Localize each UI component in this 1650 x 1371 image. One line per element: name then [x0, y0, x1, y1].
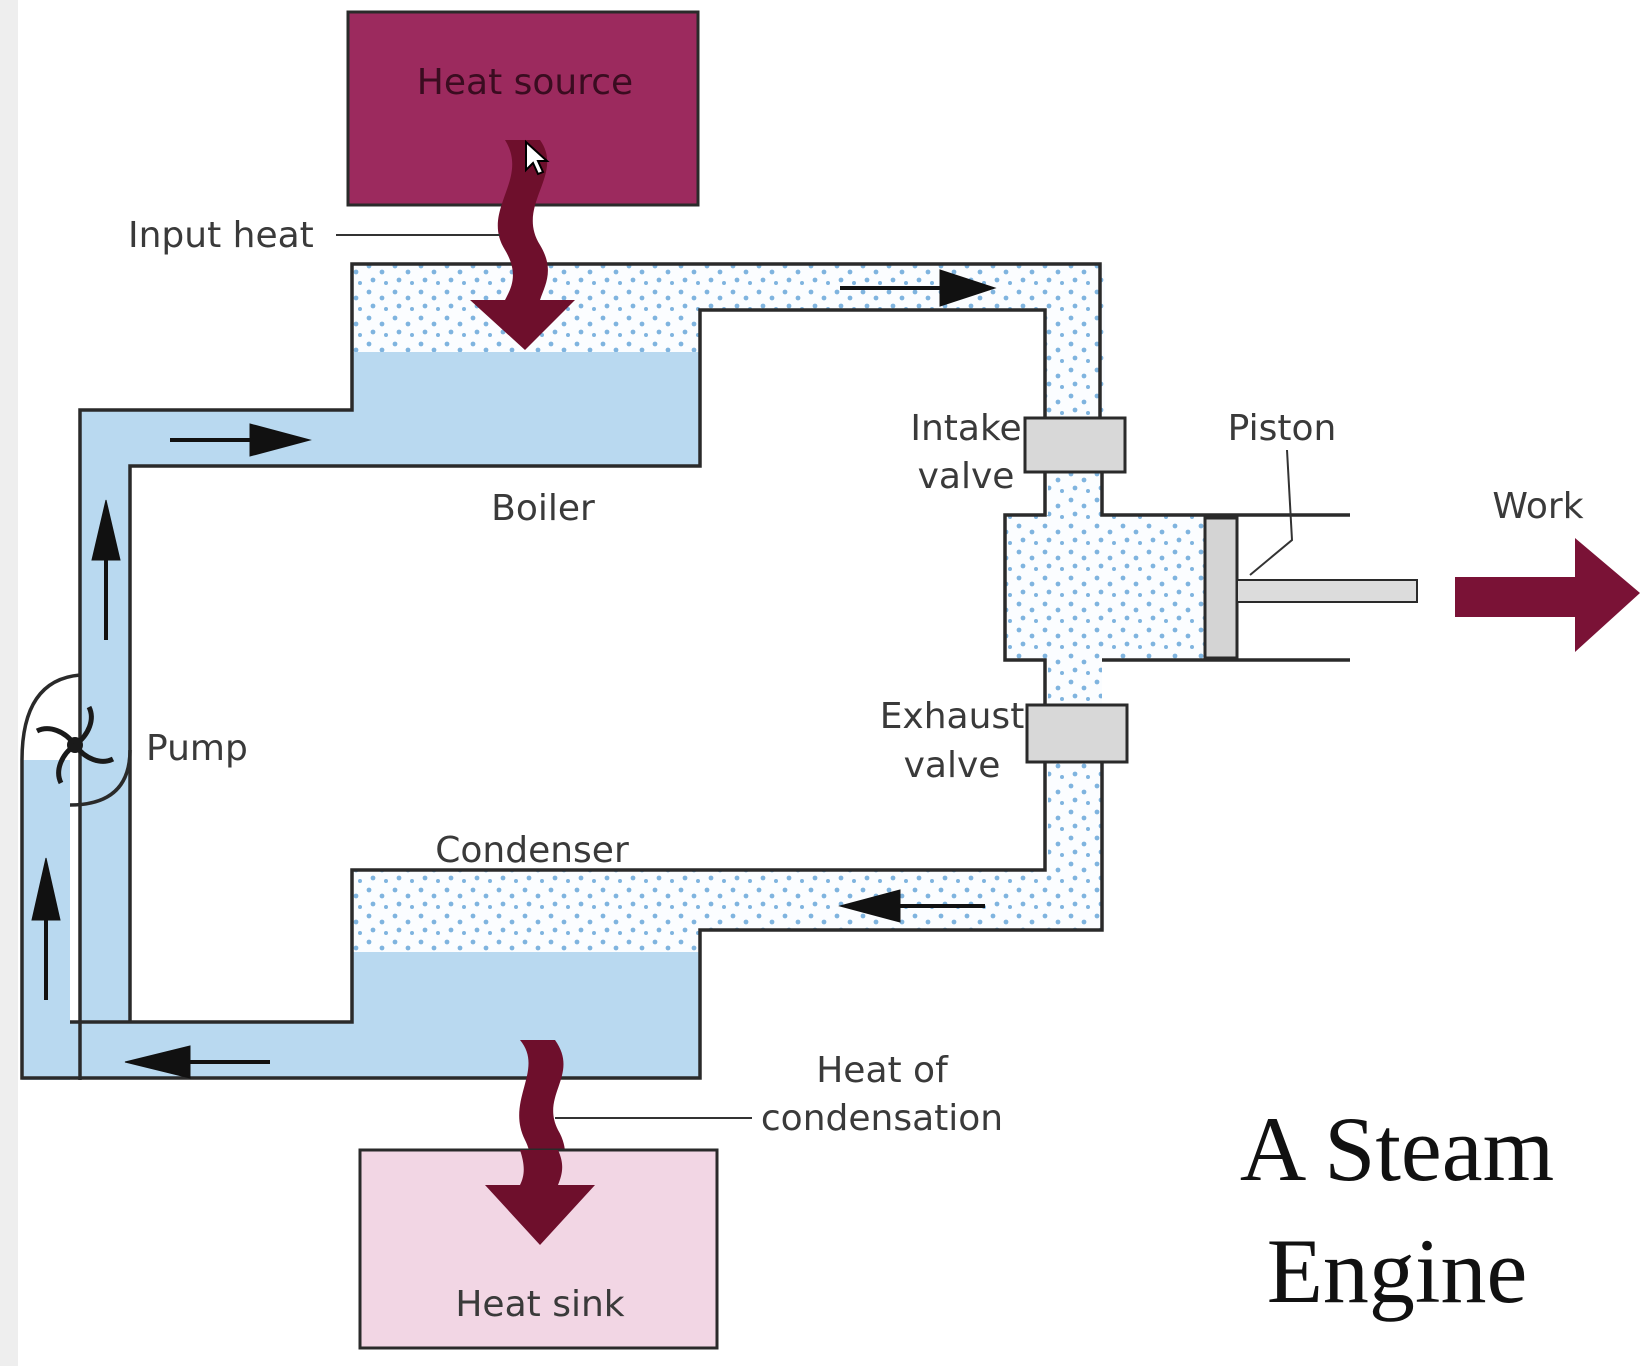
mouse-cursor-icon	[525, 139, 550, 176]
exhaust-valve-label-line2: valve	[904, 745, 1001, 786]
boiler-label: Boiler	[491, 488, 595, 529]
condenser-steam	[352, 770, 1105, 955]
intake-valve-label-line2: valve	[918, 456, 1015, 497]
pump-fan-icon	[35, 705, 115, 785]
intake-valve	[1023, 416, 1127, 474]
condenser	[22, 770, 1105, 1078]
piston-rod	[1236, 579, 1418, 603]
left-pipe-upper	[80, 410, 130, 1022]
flow-arrow-up-lower-head	[31, 857, 61, 921]
heat-sink-label: Heat sink	[455, 1284, 624, 1325]
piston-head	[1203, 516, 1239, 660]
piston-label: Piston	[1228, 408, 1337, 449]
flow-arrows	[31, 269, 997, 1079]
diagram-title-line2: Engine	[1267, 1220, 1528, 1322]
heat-source-label: Heat source	[417, 62, 633, 103]
condensation-heat-arrow-tip	[485, 1150, 595, 1245]
work-arrow	[1455, 538, 1640, 652]
page-edge	[0, 0, 18, 1366]
piston	[1203, 516, 1418, 660]
intake-pipe	[1045, 264, 1105, 434]
exhaust-valve	[1025, 703, 1129, 764]
flow-arrow-up-upper-head	[91, 499, 121, 561]
diagram-title-line1: A Steam	[1240, 1098, 1554, 1200]
heat-of-condensation-label-line1: Heat of	[816, 1050, 949, 1091]
input-heat-arrow	[470, 140, 575, 350]
leader-lines	[336, 234, 1294, 1119]
exhaust-pipe	[1048, 760, 1105, 930]
pump-label: Pump	[146, 728, 248, 769]
pipe-outlines	[20, 262, 1350, 1080]
heat-of-condensation-label-line2: condensation	[761, 1098, 1003, 1139]
exhaust-pipe-neck	[1048, 655, 1102, 705]
flow-arrow-top-head	[939, 269, 997, 307]
flow-arrow-condenser-head	[838, 889, 901, 923]
flow-arrow-boiler-head	[249, 423, 312, 457]
exhaust-valve-label-line1: Exhaust	[880, 696, 1025, 737]
intake-pipe-neck	[1048, 470, 1102, 520]
piston-leader	[1249, 449, 1294, 576]
intake-valve-label-line1: Intake	[910, 408, 1021, 449]
cylinder-steam	[1005, 515, 1205, 660]
flow-arrow-bottom-head	[124, 1045, 191, 1079]
work-label: Work	[1492, 486, 1583, 527]
input-heat-label: Input heat	[128, 215, 314, 256]
condenser-label: Condenser	[435, 830, 629, 871]
